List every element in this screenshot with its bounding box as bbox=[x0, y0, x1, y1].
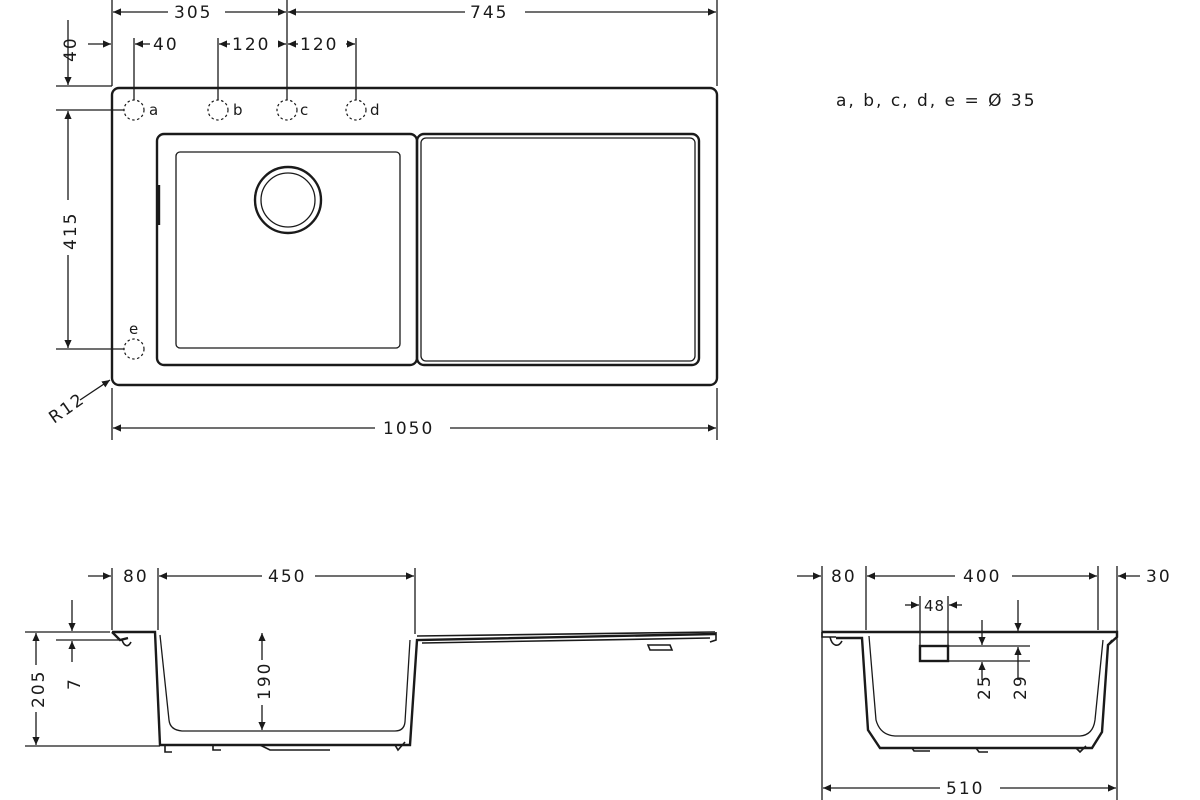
end-dim-25: 25 bbox=[975, 674, 995, 700]
end-view: 80 400 30 48 25 29 510 bbox=[797, 566, 1172, 800]
drain-inner bbox=[260, 172, 316, 228]
hole-label-d: d bbox=[370, 101, 381, 119]
side-view: 80 450 205 7 190 bbox=[25, 567, 717, 753]
drainer-inner bbox=[420, 137, 696, 362]
hole-c bbox=[276, 99, 298, 121]
dim-415: 415 bbox=[61, 212, 81, 250]
drainer-outline bbox=[415, 132, 701, 367]
dim-120-second: 120 bbox=[300, 35, 338, 55]
radius-r12: R12 bbox=[45, 389, 89, 428]
sink-outline bbox=[110, 86, 719, 387]
end-dim-80: 80 bbox=[831, 567, 857, 587]
bowl-inner bbox=[175, 151, 401, 349]
hole-a bbox=[123, 99, 145, 121]
end-dim-48: 48 bbox=[924, 597, 945, 615]
end-dim-510: 510 bbox=[946, 779, 984, 799]
end-dim-30: 30 bbox=[1146, 567, 1172, 587]
side-dim-190: 190 bbox=[255, 662, 275, 700]
side-dim-80: 80 bbox=[123, 567, 149, 587]
overflow-outlet bbox=[918, 644, 950, 663]
side-dim-450: 450 bbox=[268, 567, 306, 587]
dim-745: 745 bbox=[470, 3, 508, 23]
hole-e bbox=[123, 338, 145, 360]
hole-diameter-legend: a, b, c, d, e = Ø 35 bbox=[836, 91, 1037, 111]
dim-40-vertical: 40 bbox=[61, 36, 81, 62]
dim-1050: 1050 bbox=[383, 419, 434, 439]
dim-120-first: 120 bbox=[232, 35, 270, 55]
hole-label-b: b bbox=[233, 101, 244, 119]
dim-40-horizontal: 40 bbox=[153, 35, 179, 55]
hole-d bbox=[345, 99, 367, 121]
top-view: a b c d e 305 745 40 120 120 40 bbox=[45, 0, 719, 440]
bowl-outline bbox=[155, 132, 419, 367]
dim-305: 305 bbox=[174, 3, 212, 23]
hole-label-c: c bbox=[300, 101, 309, 119]
end-dim-400: 400 bbox=[963, 567, 1001, 587]
hole-label-a: a bbox=[149, 101, 159, 119]
hole-label-e: e bbox=[129, 320, 139, 338]
hole-b bbox=[207, 99, 229, 121]
side-dim-205: 205 bbox=[29, 670, 49, 708]
end-dim-29: 29 bbox=[1011, 674, 1031, 700]
drain-outer bbox=[253, 165, 323, 235]
side-dim-7: 7 bbox=[65, 677, 85, 690]
